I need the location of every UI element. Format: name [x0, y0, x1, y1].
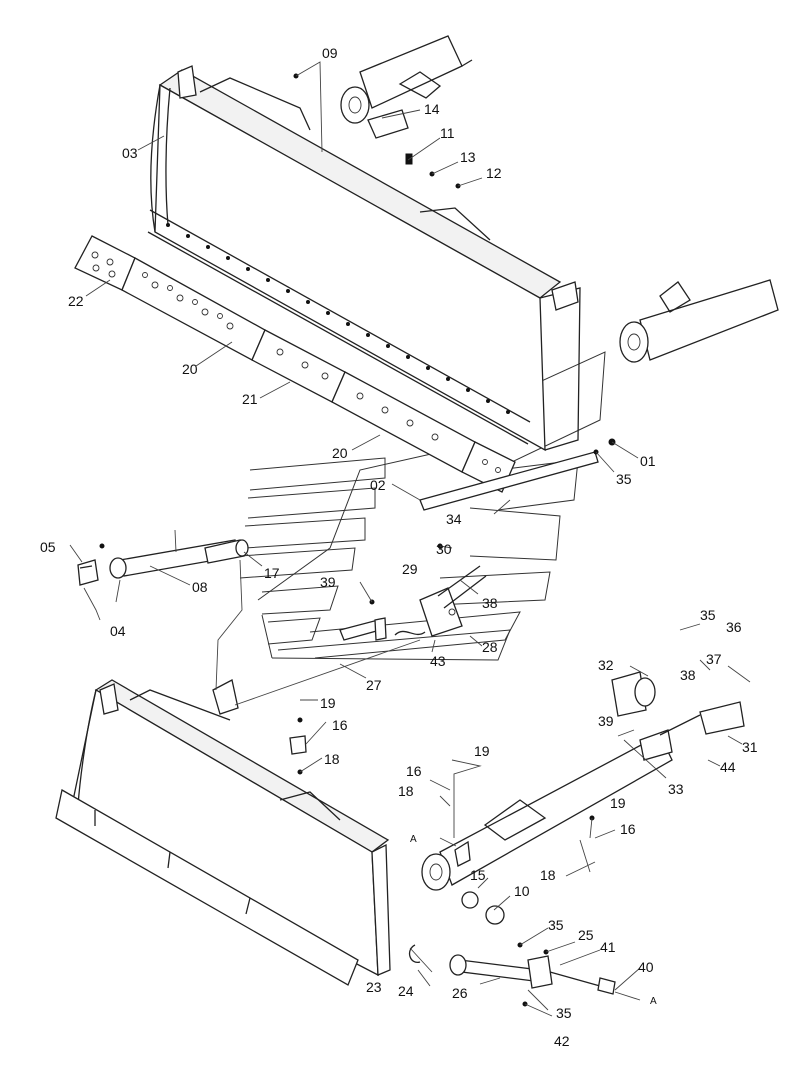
label-14: 14 [424, 101, 440, 117]
label-21: 21 [242, 391, 258, 407]
lower-push-arm [421, 671, 745, 925]
leader-lines [69, 61, 751, 1017]
label-38a: 38 [482, 595, 498, 611]
label-35b: 35 [700, 607, 716, 623]
label-38b: 38 [680, 667, 696, 683]
label-13: 13 [460, 149, 476, 165]
label-15: 15 [470, 867, 486, 883]
label-29: 29 [402, 561, 418, 577]
label-36: 36 [726, 619, 742, 635]
label-32: 32 [598, 657, 614, 673]
center-hardware [339, 543, 487, 641]
label-35c: 35 [548, 917, 564, 933]
brace-assembly [408, 942, 616, 1007]
marker-a-left: A [410, 834, 417, 845]
label-18c: 18 [540, 867, 556, 883]
label-01: 01 [640, 453, 656, 469]
label-16b: 16 [406, 763, 422, 779]
label-26: 26 [452, 985, 468, 1001]
label-30: 30 [436, 541, 452, 557]
label-20b: 20 [332, 445, 348, 461]
label-19b: 19 [474, 743, 490, 759]
label-43: 43 [430, 653, 446, 669]
label-35a: 35 [616, 471, 632, 487]
label-44: 44 [720, 759, 736, 775]
label-39a: 39 [320, 574, 336, 590]
label-11: 11 [440, 125, 455, 141]
label-16a: 16 [332, 717, 348, 733]
marker-a-right: A [650, 996, 657, 1007]
label-40: 40 [638, 959, 654, 975]
label-23: 23 [366, 979, 382, 995]
cutting-edges [74, 235, 516, 493]
label-05: 05 [40, 539, 56, 555]
label-41: 41 [600, 939, 616, 955]
label-08: 08 [192, 579, 208, 595]
label-35d: 35 [556, 1005, 572, 1021]
label-17: 17 [264, 565, 280, 581]
label-28: 28 [482, 639, 498, 655]
label-19c: 19 [610, 795, 626, 811]
left-linkage [77, 529, 249, 603]
left-arm-pin [212, 639, 421, 775]
push-arm-right [619, 279, 779, 363]
upper-blade [147, 65, 581, 452]
label-10: 10 [514, 883, 530, 899]
label-37: 37 [706, 651, 722, 667]
label-02: 02 [370, 477, 386, 493]
label-25: 25 [578, 927, 594, 943]
label-09: 09 [322, 45, 338, 61]
lower-blade [55, 679, 391, 986]
label-34: 34 [446, 511, 462, 527]
label-18b: 18 [398, 783, 414, 799]
phantom-outline [239, 351, 606, 661]
label-39b: 39 [598, 713, 614, 729]
label-31: 31 [742, 739, 758, 755]
label-16c: 16 [620, 821, 636, 837]
label-12: 12 [486, 165, 502, 181]
label-19a: 19 [320, 695, 336, 711]
label-04: 04 [110, 623, 126, 639]
label-42: 42 [554, 1033, 570, 1049]
label-27: 27 [366, 677, 382, 693]
blade-hole-row [166, 223, 510, 414]
label-33: 33 [668, 781, 684, 797]
part-labels: 09 03 14 11 13 12 22 20 21 20 01 35 02 3… [40, 45, 758, 1049]
push-arm-top [340, 35, 473, 139]
label-22: 22 [68, 293, 84, 309]
label-20a: 20 [182, 361, 198, 377]
label-24: 24 [398, 983, 414, 999]
label-18a: 18 [324, 751, 340, 767]
label-03: 03 [122, 145, 138, 161]
